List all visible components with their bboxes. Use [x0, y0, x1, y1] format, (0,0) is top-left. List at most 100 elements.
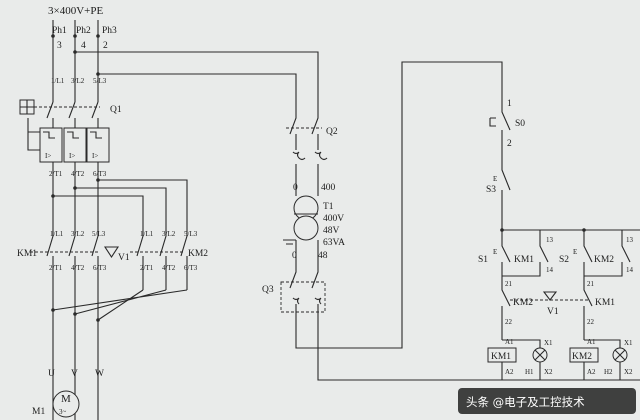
phase-2-name: Ph2: [76, 26, 91, 36]
bus-l2-km2: [75, 187, 167, 226]
km1-id: KM1: [17, 249, 37, 259]
tap-ph2: [75, 51, 319, 104]
km2-term-1: 1/L1: [140, 230, 154, 238]
stop-button-s0: 1 S0 2: [489, 96, 525, 150]
watermark-text: 头条 @电子及工控技术: [466, 395, 585, 409]
supply-label: 3×400V+PE: [48, 5, 103, 17]
km2-ilk-21: 21: [505, 280, 513, 288]
km1-ilk-label: KM1: [595, 298, 615, 308]
km1-out-1: 2/T1: [49, 264, 63, 272]
km1-term-3: 3/L2: [71, 230, 85, 238]
phase-1-name: Ph1: [52, 26, 67, 36]
motor-m1: U V W M 3~ M1: [32, 369, 104, 418]
km1-term-5: 5/L3: [92, 230, 106, 238]
km2-term-5: 5/L3: [184, 230, 198, 238]
mechanical-interlock-v1: V1: [103, 246, 130, 263]
q1-term-1: 1/L1: [51, 77, 65, 85]
phase-2-num: 4: [81, 41, 86, 51]
km2-coil-a2: A2: [587, 368, 596, 376]
h2-x1: X1: [624, 339, 633, 347]
s0-term-2: 2: [507, 139, 512, 149]
km1-coil-label: KM1: [491, 352, 511, 362]
t1-rating-v2: 48V: [323, 226, 340, 236]
t1-id: T1: [323, 202, 334, 212]
s1-label: S1: [478, 255, 488, 265]
t1-rating-v1: 400V: [323, 214, 344, 224]
contactor-km2: 1/L1 3/L2 5/L3 KM2 2/T1 4/T2 6/T3: [130, 226, 208, 290]
h2-label: H2: [604, 368, 613, 376]
phase-3-num: 2: [103, 41, 108, 51]
reversal-crossover: [52, 289, 188, 321]
km1-ilk-21: 21: [587, 280, 595, 288]
s1-mark: E: [493, 248, 497, 256]
q1-out-2: 4/T2: [71, 170, 85, 178]
phase-3-name: Ph3: [102, 26, 117, 36]
s2-label: S2: [559, 255, 569, 265]
s3-id: S3: [486, 185, 496, 195]
q1-trip-1: I>: [45, 152, 51, 160]
supply-phases: Ph1 Ph2 Ph3 3 4 2: [51, 20, 117, 102]
motor-type: 3~: [59, 408, 67, 416]
km1-ilk-22: 22: [587, 318, 595, 326]
t1-secondary-0: 0: [292, 251, 297, 261]
breaker-q2: Q2: [286, 104, 338, 196]
bus-l1-km2: [53, 195, 144, 226]
control-mech-link: V1: [510, 291, 590, 317]
t1-primary-400: 400: [321, 183, 336, 193]
km2-hold-13: 13: [626, 236, 634, 244]
h1-x1: X1: [544, 339, 553, 347]
q1-term-3: 3/L2: [71, 77, 85, 85]
t1-secondary-48: 48: [318, 251, 328, 261]
motor-id: M1: [32, 407, 45, 417]
km1-term-1: 1/L1: [50, 230, 64, 238]
breaker-q1: 1/L1 3/L2 5/L3 Q1 I> I> I> 2/T1 4/T2 6/T…: [19, 77, 122, 226]
km2-ilk-22: 22: [505, 318, 513, 326]
km2-hold-label: KM2: [594, 255, 614, 265]
km2-coil-label: KM2: [572, 352, 592, 362]
watermark: 头条 @电子及工控技术: [458, 388, 636, 414]
motor-term-v: V: [71, 369, 78, 379]
km2-ilk-label: KM2: [513, 298, 533, 308]
branch-km1: E S1 KM1 13 14 21 KM2 22 A1 KM1 A2 X1 H1…: [478, 230, 554, 380]
q1-trip-2: I>: [69, 152, 75, 160]
branch-km2: E S2 KM2 13 14 21 KM1 22 A1 KM2 A2 X1 H2…: [559, 230, 634, 380]
motor-term-w: W: [95, 369, 104, 379]
km2-out-3: 6/T3: [184, 264, 198, 272]
km2-id: KM2: [188, 249, 208, 259]
motor-label: M: [61, 393, 71, 405]
h2-x2: X2: [624, 368, 633, 376]
h1-x2: X2: [544, 368, 553, 376]
q1-out-1: 2/T1: [49, 170, 63, 178]
tap-ph3: [98, 73, 297, 104]
q1-term-5: 5/L3: [93, 77, 107, 85]
q2-label: Q2: [326, 127, 338, 137]
km1-out-3: 6/T3: [93, 264, 107, 272]
km2-out-1: 2/T1: [140, 264, 154, 272]
q1-id: Q1: [110, 105, 122, 115]
transformer-t1: 0 400 T1 400V 48V 63VA 0 48: [283, 183, 345, 261]
km1-coil-a2: A2: [505, 368, 514, 376]
km2-out-2: 4/T2: [162, 264, 176, 272]
t1-primary-0: 0: [293, 183, 298, 193]
km1-hold-14: 14: [546, 266, 554, 274]
control-v1-label: V1: [547, 307, 559, 317]
phase-1-num: 3: [57, 41, 62, 51]
breaker-q3: Q3: [262, 61, 640, 381]
estop-s3: E S3: [486, 150, 511, 230]
h1-label: H1: [525, 368, 534, 376]
s0-term-1: 1: [507, 99, 512, 109]
q1-trip-3: I>: [92, 152, 98, 160]
motor-term-u: U: [48, 369, 55, 379]
km2-term-3: 3/L2: [162, 230, 176, 238]
q1-out-3: 6/T3: [93, 170, 107, 178]
km2-hold-14: 14: [626, 266, 634, 274]
contactor-km1: 1/L1 3/L2 5/L3 KM1 2/T1 4/T2 6/T3: [17, 226, 107, 420]
km1-out-2: 4/T2: [71, 264, 85, 272]
s3-label: E: [493, 175, 497, 183]
interlock-v1-label: V1: [118, 253, 130, 263]
km2-coil-a1: A1: [587, 338, 596, 346]
bus-l3-km2: [98, 179, 188, 226]
q3-label: Q3: [262, 285, 274, 295]
km1-hold-13: 13: [546, 236, 554, 244]
